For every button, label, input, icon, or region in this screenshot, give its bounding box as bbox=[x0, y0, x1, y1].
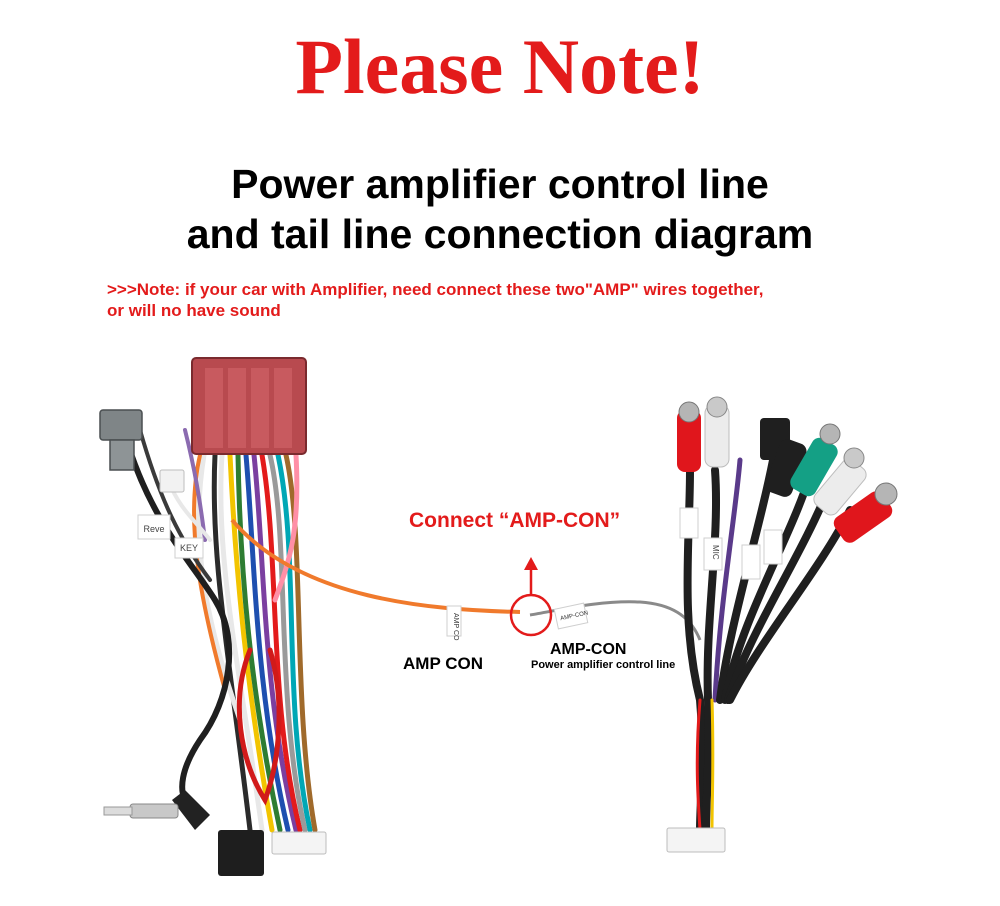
bottom-white-connector-left bbox=[271, 831, 327, 855]
left-wire-tags: Reve KEY bbox=[137, 514, 204, 559]
bottom-black-connector bbox=[218, 830, 264, 876]
antenna-plug bbox=[103, 790, 210, 830]
main-harness-connector bbox=[191, 357, 307, 455]
amp-con-right-tag bbox=[553, 602, 589, 630]
key-tag-text: KEY bbox=[180, 543, 198, 553]
amp-con-right-label: AMP-CON bbox=[550, 641, 627, 658]
connection-highlight-circle bbox=[509, 593, 553, 637]
right-harness bbox=[683, 446, 854, 834]
mic-tag-text: MIC bbox=[711, 545, 720, 560]
amp-con-left-tag-text: AMP CO bbox=[452, 613, 459, 641]
amp-con-orange-wire bbox=[230, 518, 521, 614]
amp-con-right-tag-text: AMP-CON bbox=[560, 610, 589, 622]
connect-amp-con-label: Connect “AMP-CON” bbox=[409, 509, 621, 532]
amp-con-gray-wire bbox=[529, 600, 702, 641]
bottom-white-connector-right bbox=[666, 827, 726, 853]
diagram-title-line2: and tail line connection diagram bbox=[186, 211, 814, 257]
amp-con-right-sublabel: Power amplifier control line bbox=[531, 659, 676, 671]
amp-con-left-tag bbox=[446, 605, 462, 637]
rca-plugs bbox=[677, 396, 898, 543]
diagram-title-line1: Power amplifier control line bbox=[231, 161, 769, 207]
connection-arrow-head bbox=[524, 557, 538, 570]
reverse-tag-text: Reve bbox=[143, 524, 164, 534]
note-line1: >>>Note: if your car with Amplifier, nee… bbox=[107, 280, 764, 299]
note-line2: or will no have sound bbox=[107, 301, 281, 320]
headline: Please Note! bbox=[295, 23, 705, 110]
right-wire-tags: MIC bbox=[679, 507, 783, 580]
left-harness bbox=[122, 428, 318, 833]
amp-con-left-label: AMP CON bbox=[403, 654, 483, 673]
gray-plug bbox=[99, 409, 143, 471]
small-white-plug bbox=[159, 469, 185, 493]
